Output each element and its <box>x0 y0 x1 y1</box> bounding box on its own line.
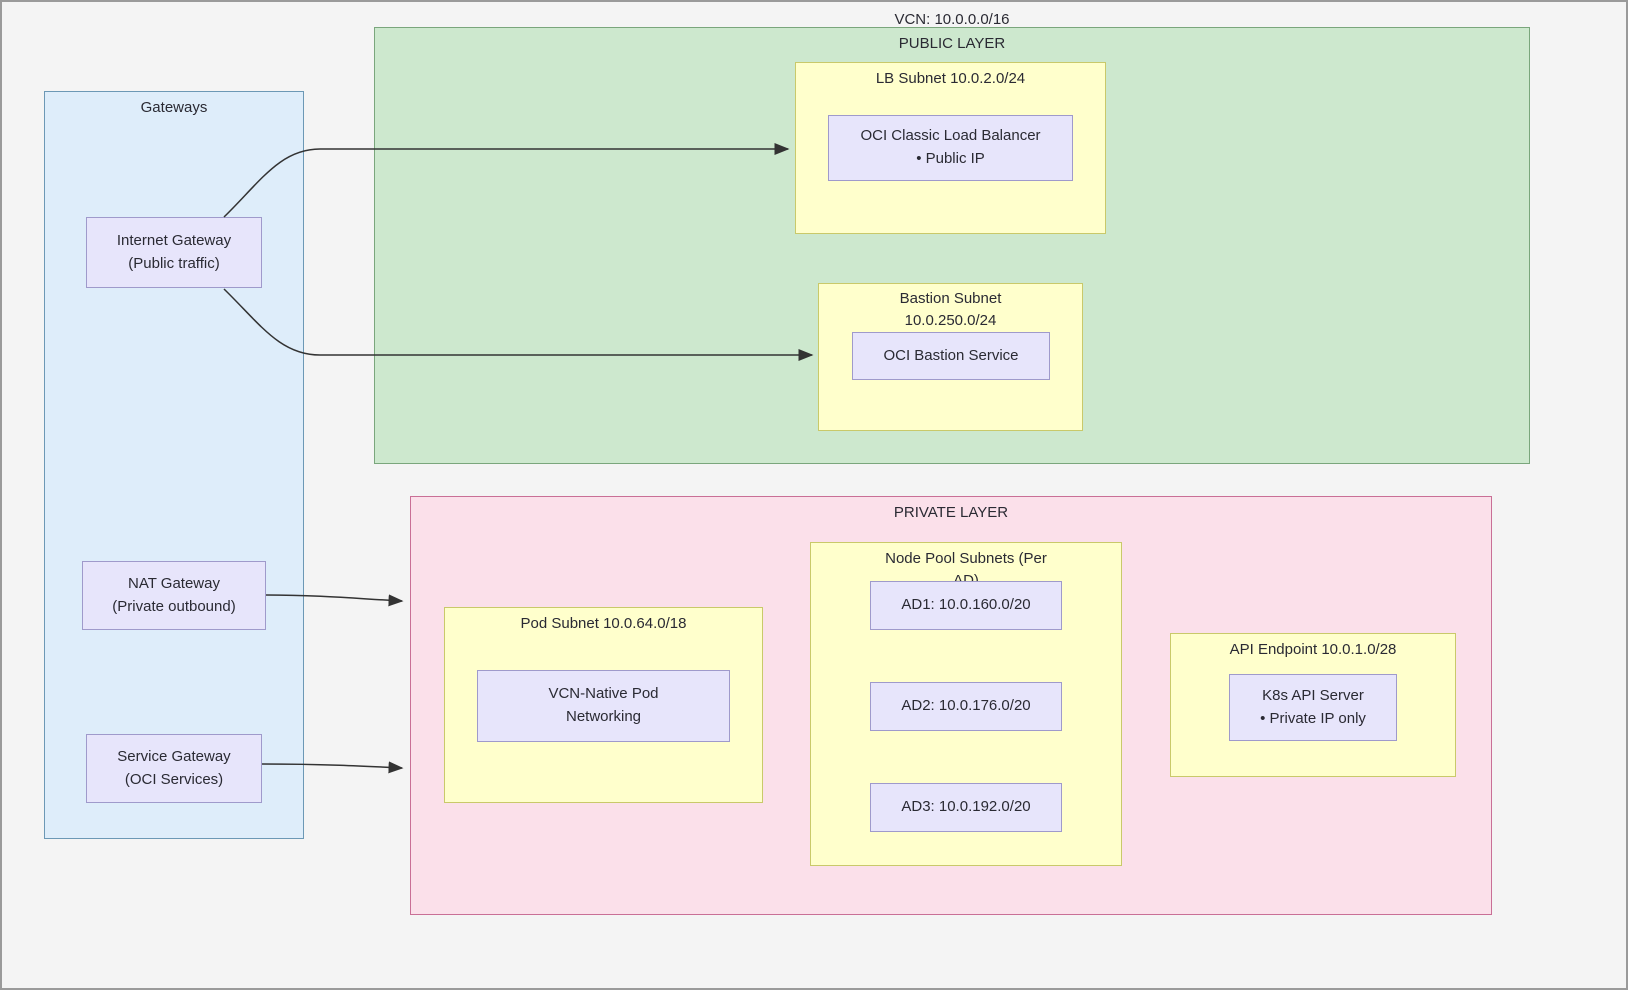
pod-subnet-title: Pod Subnet 10.0.64.0/18 <box>520 615 687 632</box>
api-node-label-line2: • Private IP only <box>1260 709 1366 727</box>
service-gateway-label-line2: (OCI Services) <box>124 770 224 788</box>
public-layer-title: PUBLIC LAYER <box>898 35 1006 52</box>
nat-gateway-label-line1: NAT Gateway <box>128 574 220 592</box>
nat-gateway-label-line2: (Private outbound) <box>112 597 236 615</box>
service-gateway-label-line1: Service Gateway <box>117 747 231 765</box>
node-pool-ad2-node[interactable]: AD2: 10.0.176.0/20 <box>870 682 1062 731</box>
node-pool-ad3-node[interactable]: AD3: 10.0.192.0/20 <box>870 783 1062 832</box>
lb-node-label-line1: OCI Classic Load Balancer <box>860 127 1041 145</box>
node-pool-ad1-node[interactable]: AD1: 10.0.160.0/20 <box>870 581 1062 630</box>
api-endpoint-subnet-title: API Endpoint 10.0.1.0/28 <box>1229 641 1397 658</box>
internet-gateway-node[interactable]: Internet Gateway (Public traffic) <box>86 217 262 288</box>
pod-node-label-line1: VCN-Native Pod <box>548 685 659 703</box>
lb-node-label-line2: • Public IP <box>916 150 985 167</box>
lb-subnet-title: LB Subnet 10.0.2.0/24 <box>875 70 1026 87</box>
bastion-subnet-title: Bastion Subnet 10.0.250.0/24 <box>899 290 1002 329</box>
ad1-label: AD1: 10.0.160.0/20 <box>901 596 1031 614</box>
internet-gateway-label-line2: (Public traffic) <box>128 254 220 272</box>
oci-classic-load-balancer-node[interactable]: OCI Classic Load Balancer • Public IP <box>828 115 1073 181</box>
nat-gateway-node[interactable]: NAT Gateway (Private outbound) <box>82 561 266 630</box>
vcn-label: VCN: 10.0.0.0/16 <box>894 11 1010 28</box>
vcn-native-pod-networking-node[interactable]: VCN-Native Pod Networking <box>477 670 730 742</box>
service-gateway-node[interactable]: Service Gateway (OCI Services) <box>86 734 262 803</box>
pod-node-label-line2: Networking <box>565 708 642 725</box>
k8s-api-server-node[interactable]: K8s API Server • Private IP only <box>1229 674 1397 741</box>
bastion-node-label-line1: OCI Bastion Service <box>883 346 1019 364</box>
gateways-panel: Gateways <box>44 91 304 839</box>
ad3-label: AD3: 10.0.192.0/20 <box>901 798 1031 816</box>
gateways-title: Gateways <box>140 99 208 116</box>
private-layer-title: PRIVATE LAYER <box>893 504 1009 521</box>
internet-gateway-label-line1: Internet Gateway <box>116 231 232 249</box>
api-node-label-line1: K8s API Server <box>1262 686 1364 704</box>
oci-bastion-service-node[interactable]: OCI Bastion Service <box>852 332 1050 380</box>
ad2-label: AD2: 10.0.176.0/20 <box>901 697 1031 715</box>
